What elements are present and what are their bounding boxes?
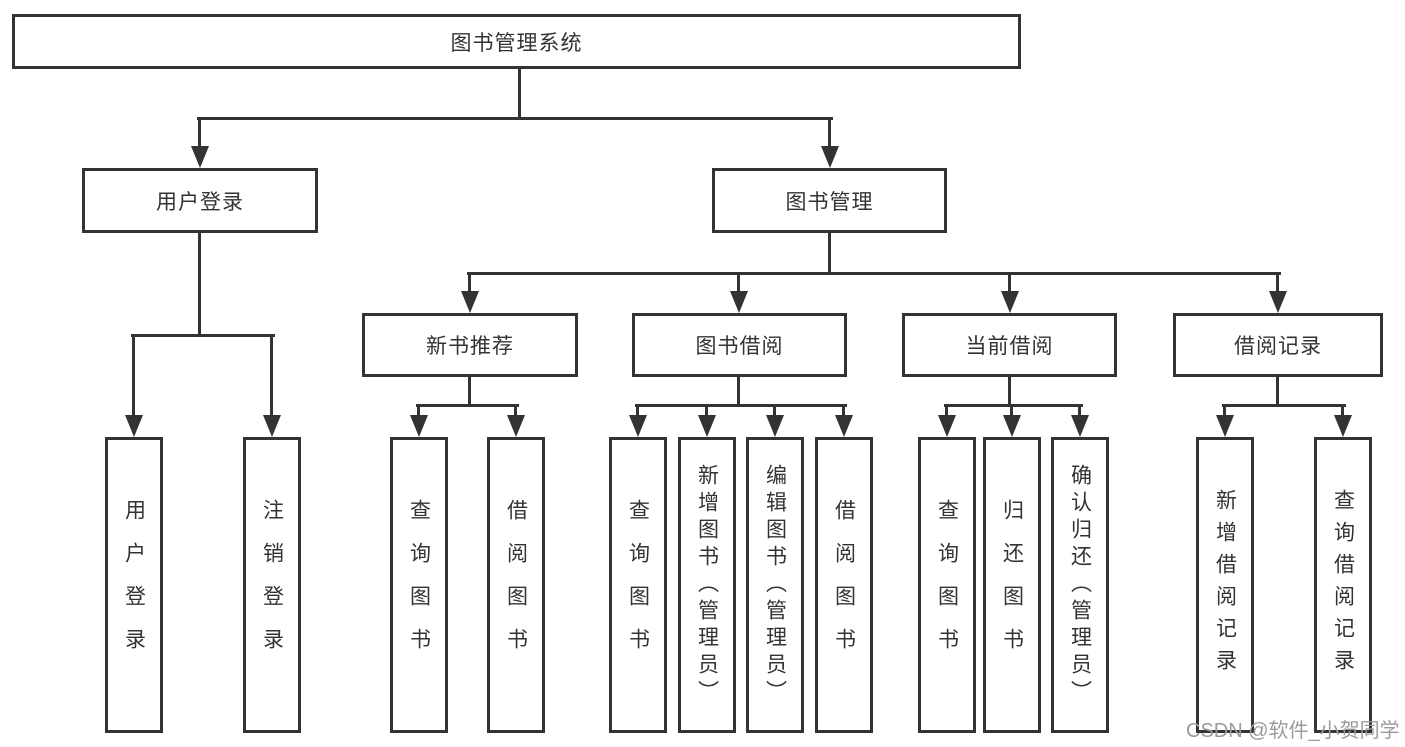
node-label: 借阅图书 — [504, 499, 528, 671]
arrowhead-down-icon — [263, 415, 281, 437]
node-user-login-group: 用户登录 — [82, 168, 318, 233]
arrowhead-down-icon — [1071, 415, 1089, 437]
connector-line — [417, 405, 420, 416]
node-current-borrow: 当前借阅 — [902, 313, 1117, 377]
leaf-logout: 注销登录 — [243, 437, 301, 733]
connector-line — [945, 405, 948, 416]
arrowhead-down-icon — [191, 146, 209, 168]
connector-line — [828, 118, 831, 148]
connector-line — [635, 404, 847, 407]
connector-line — [737, 377, 740, 407]
node-label: 归还图书 — [1000, 499, 1024, 671]
connector-line — [1341, 405, 1344, 416]
connector-line — [1078, 405, 1081, 416]
node-label: 确认归还（管理员） — [1068, 463, 1092, 707]
arrowhead-down-icon — [938, 415, 956, 437]
connector-line — [737, 273, 740, 293]
leaf-borrow-books-recommend: 借阅图书 — [487, 437, 545, 733]
node-label: 当前借阅 — [965, 335, 1054, 358]
connector-line — [198, 233, 201, 337]
node-label: 图书管理 — [785, 190, 874, 214]
node-book-borrow: 图书借阅 — [632, 313, 847, 377]
connector-line — [636, 405, 639, 416]
connector-line — [197, 117, 833, 120]
arrowhead-down-icon — [410, 415, 428, 437]
connector-line — [514, 405, 517, 416]
connector-line — [131, 334, 275, 337]
node-new-book-recommend: 新书推荐 — [362, 313, 578, 377]
connector-line — [518, 69, 521, 119]
arrowhead-down-icon — [835, 415, 853, 437]
connector-line — [1222, 404, 1346, 407]
arrowhead-down-icon — [1001, 291, 1019, 313]
watermark: CSDN @软件_小贺同学 — [1186, 720, 1400, 742]
node-label: 新书推荐 — [426, 335, 514, 358]
leaf-return-books: 归还图书 — [983, 437, 1041, 733]
node-label: 图书管理系统 — [450, 31, 583, 55]
arrowhead-down-icon — [629, 415, 647, 437]
connector-line — [416, 404, 519, 407]
connector-line — [1223, 405, 1226, 416]
connector-line — [1008, 273, 1011, 293]
connector-line — [773, 405, 776, 416]
arrowhead-down-icon — [1216, 415, 1234, 437]
connector-line — [468, 273, 471, 293]
connector-line — [842, 405, 845, 416]
leaf-add-borrow-record: 新增借阅记录 — [1196, 437, 1254, 733]
connector-line — [467, 272, 1281, 275]
node-label: 用户登录 — [156, 190, 244, 214]
node-label: 图书借阅 — [695, 335, 784, 358]
connector-line — [944, 404, 1083, 407]
node-system-root: 图书管理系统 — [12, 14, 1021, 69]
arrowhead-down-icon — [507, 415, 525, 437]
arrowhead-down-icon — [461, 291, 479, 313]
node-label: 新增借阅记录 — [1213, 489, 1237, 681]
connector-line — [1010, 405, 1013, 416]
node-label: 查询图书 — [407, 499, 431, 671]
arrowhead-down-icon — [1334, 415, 1352, 437]
node-label: 查询借阅记录 — [1331, 489, 1355, 681]
node-label: 查询图书 — [935, 499, 959, 671]
leaf-add-books-admin: 新增图书（管理员） — [678, 437, 736, 733]
node-borrow-records: 借阅记录 — [1173, 313, 1383, 377]
connector-line — [1008, 377, 1011, 407]
leaf-edit-books-admin: 编辑图书（管理员） — [746, 437, 804, 733]
node-label: 借阅图书 — [832, 499, 856, 671]
connector-line — [198, 118, 201, 148]
connector-line — [828, 233, 831, 275]
leaf-query-books-recommend: 查询图书 — [390, 437, 448, 733]
node-book-management: 图书管理 — [712, 168, 947, 233]
node-label: 编辑图书（管理员） — [763, 463, 787, 707]
node-label: 借阅记录 — [1234, 335, 1322, 358]
arrowhead-down-icon — [1003, 415, 1021, 437]
leaf-user-login: 用户登录 — [105, 437, 163, 733]
connector-line — [270, 335, 273, 416]
connector-line — [132, 335, 135, 416]
node-label: 注销登录 — [260, 499, 284, 671]
connector-line — [705, 405, 708, 416]
node-label: 新增图书（管理员） — [695, 463, 719, 707]
node-label: 查询图书 — [626, 499, 650, 671]
arrowhead-down-icon — [125, 415, 143, 437]
arrowhead-down-icon — [1269, 291, 1287, 313]
connector-line — [1276, 273, 1279, 293]
arrowhead-down-icon — [730, 291, 748, 313]
arrowhead-down-icon — [821, 146, 839, 168]
leaf-confirm-return-admin: 确认归还（管理员） — [1051, 437, 1109, 733]
arrowhead-down-icon — [766, 415, 784, 437]
leaf-borrow-books: 借阅图书 — [815, 437, 873, 733]
node-label: 用户登录 — [122, 499, 146, 671]
connector-line — [1276, 377, 1279, 407]
leaf-query-books-current: 查询图书 — [918, 437, 976, 733]
leaf-query-books-borrow: 查询图书 — [609, 437, 667, 733]
arrowhead-down-icon — [698, 415, 716, 437]
leaf-query-borrow-record: 查询借阅记录 — [1314, 437, 1372, 733]
connector-line — [468, 377, 471, 407]
